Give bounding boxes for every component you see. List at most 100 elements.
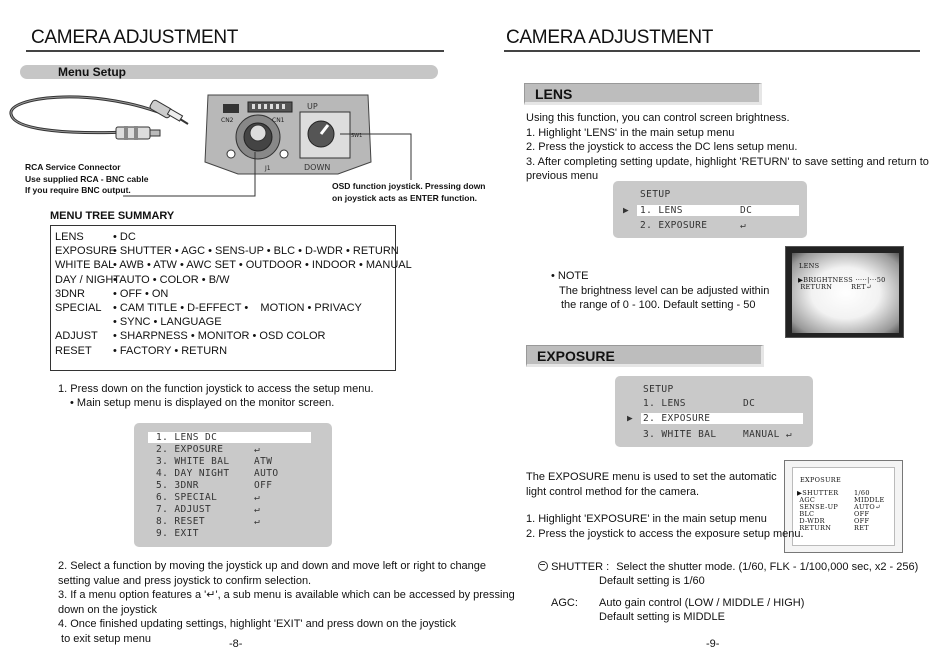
up-label: UP	[307, 102, 318, 111]
shutter-icon	[538, 561, 548, 571]
monitor-screen: LENS ▶BRIGHTNESS ·····|···50 RETURN RET↵	[792, 253, 899, 333]
osd-key: BLC	[797, 510, 815, 518]
menu-item-name: 2. EXPOSURE	[640, 220, 708, 231]
tree-items: • DC	[113, 231, 136, 243]
osd-caption-line: OSD function joystick. Pressing down	[332, 181, 486, 191]
tree-row: LENS • DC	[55, 230, 395, 244]
exposure-desc: The EXPOSURE menu is used to set the aut…	[526, 470, 777, 499]
osd-row: RETURN RET↵	[798, 283, 872, 291]
menu-highlight	[641, 413, 803, 424]
sw1-label: SW1	[351, 133, 362, 139]
osd-leader-line	[340, 133, 412, 180]
tree-items: • FACTORY • RETURN	[113, 344, 228, 357]
hardware-diagram: UP DOWN CN2 CN1 J1 SW1	[9, 94, 412, 197]
tree-items: • AUTO • COLOR • B/W	[113, 273, 230, 286]
tree-items: • CAM TITLE • D-EFFECT • MOTION • PRIVAC…	[113, 302, 362, 315]
menu-item[interactable]: 2. EXPOSURE ↵	[156, 444, 260, 455]
osd-value: 1/60	[854, 489, 870, 497]
down-label: DOWN	[304, 163, 330, 172]
lens-setup-menu: SETUP ▶ 1. LENS DC 2. EXPOSURE↵	[613, 181, 807, 238]
note-title: • NOTE	[551, 270, 589, 282]
agc-default: Default setting is MIDDLE	[599, 611, 725, 623]
menu-item-name: 2. EXPOSURE	[156, 444, 224, 455]
menu-item-name: 1. LENS DC	[156, 432, 218, 443]
cn2-label: CN2	[221, 117, 234, 124]
exposure-desc-line: The EXPOSURE menu is used to set the aut…	[526, 471, 777, 483]
tree-row: RESET • FACTORY • RETURN	[55, 344, 395, 358]
exposure-monitor: EXPOSURE ▶SHUTTER 1/60 AGC MIDDLE SENSE-…	[784, 460, 903, 553]
tree-label: RESET	[55, 344, 92, 357]
tree-label: LENS	[55, 231, 84, 243]
lens-heading-label: LENS	[535, 86, 573, 102]
camera-board	[204, 94, 372, 175]
rca-caption-line: RCA Service Connector	[25, 162, 121, 172]
tree-row: DAY / NIGHT• AUTO • COLOR • B/W	[55, 273, 395, 287]
menu-item[interactable]: 1. LENS DC	[640, 205, 752, 216]
menu-item-value: DC	[740, 205, 753, 216]
cn1-label: CN1	[272, 117, 285, 124]
rca-leader-line	[123, 152, 256, 197]
menu-item-name: 6. SPECIAL	[156, 492, 218, 503]
osd-value: OFF	[854, 517, 870, 525]
rca-caption-line: Use supplied RCA - BNC cable	[25, 173, 149, 184]
menu-item-name: 2. EXPOSURE	[643, 413, 711, 424]
menu-title: SETUP	[640, 189, 671, 200]
left-title-rule	[26, 50, 444, 52]
tree-label: 3DNR	[55, 287, 85, 300]
tree-label: WHITE BAL	[55, 259, 115, 272]
menu-item-value: ↵	[254, 444, 261, 455]
tree-label: EXPOSURE	[55, 245, 117, 258]
tree-row: ADJUST• SHARPNESS • MONITOR • OSD COLOR	[55, 329, 395, 343]
osd-value: RET	[854, 524, 869, 532]
tree-row: 3DNR• OFF • ON	[55, 287, 395, 301]
tree-row: • SYNC • LANGUAGE	[55, 315, 395, 329]
exposure-heading-label: EXPOSURE	[537, 348, 615, 364]
step-1: 1. Press down on the function joystick t…	[58, 383, 374, 395]
bnc-connector-icon	[115, 126, 161, 140]
lens-line: Using this function, you can control scr…	[526, 112, 790, 124]
menu-item[interactable]: 2. EXPOSURE↵	[640, 220, 746, 231]
shutter-row: SHUTTER : Select the shutter mode. (1/60…	[538, 560, 918, 575]
shutter-default: Default setting is 1/60	[599, 575, 705, 587]
selected-arrow-icon: ▶	[623, 205, 630, 216]
menu-item[interactable]: 8. RESET↵	[156, 516, 260, 527]
menu-item-name: 9. EXIT	[156, 528, 199, 539]
menu-item[interactable]: 1. LENS DC	[156, 432, 217, 443]
tree-items: • SHARPNESS • MONITOR • OSD COLOR	[113, 330, 326, 343]
steps-block: 2. Select a function by moving the joyst…	[58, 559, 515, 646]
menu-tree-heading: MENU TREE SUMMARY	[50, 210, 175, 222]
menu-item[interactable]: 6. SPECIAL↵	[156, 492, 260, 503]
lens-section-heading: LENS	[524, 83, 762, 105]
step-1b: • Main setup menu is displayed on the mo…	[70, 397, 335, 409]
page-number-right: -9-	[706, 638, 720, 650]
menu-item-name: 1. LENS	[640, 205, 683, 216]
menu-item[interactable]: 2. EXPOSURE	[643, 413, 710, 424]
left-page-title: CAMERA ADJUSTMENT	[31, 27, 239, 48]
tree-label: SPECIAL	[55, 302, 102, 315]
lens-monitor: LENS ▶BRIGHTNESS ·····|···50 RETURN RET↵	[785, 246, 904, 338]
rca-caption-line: If you require BNC output.	[25, 185, 131, 195]
menu-item-name: 8. RESET	[156, 516, 205, 527]
note-line: The brightness level can be adjusted wit…	[559, 284, 770, 297]
menu-item-name: 1. LENS	[643, 398, 686, 409]
menu-highlight	[637, 205, 799, 216]
note-line: the range of 0 - 100. Default setting - …	[561, 299, 756, 311]
right-title-rule	[504, 50, 920, 52]
osd-key: AGC	[797, 496, 816, 504]
menu-item-name: 4. DAY NIGHT	[156, 468, 230, 479]
menu-highlight	[148, 432, 311, 443]
lens-line: 2. Press the joystick to access the DC l…	[526, 141, 798, 153]
exposure-step-line: 2. Press the joystick to access the expo…	[526, 527, 804, 540]
menu-item-value: ↵	[254, 504, 261, 515]
tree-items: • SHUTTER • AGC • SENS-UP • BLC • D-WDR …	[113, 245, 399, 258]
rca-plug-icon	[149, 99, 189, 125]
exposure-desc-line: light control method for the camera.	[526, 485, 700, 498]
menu-item[interactable]: 9. EXIT	[156, 528, 199, 539]
menu-item[interactable]: 7. ADJUST↵	[156, 504, 260, 515]
